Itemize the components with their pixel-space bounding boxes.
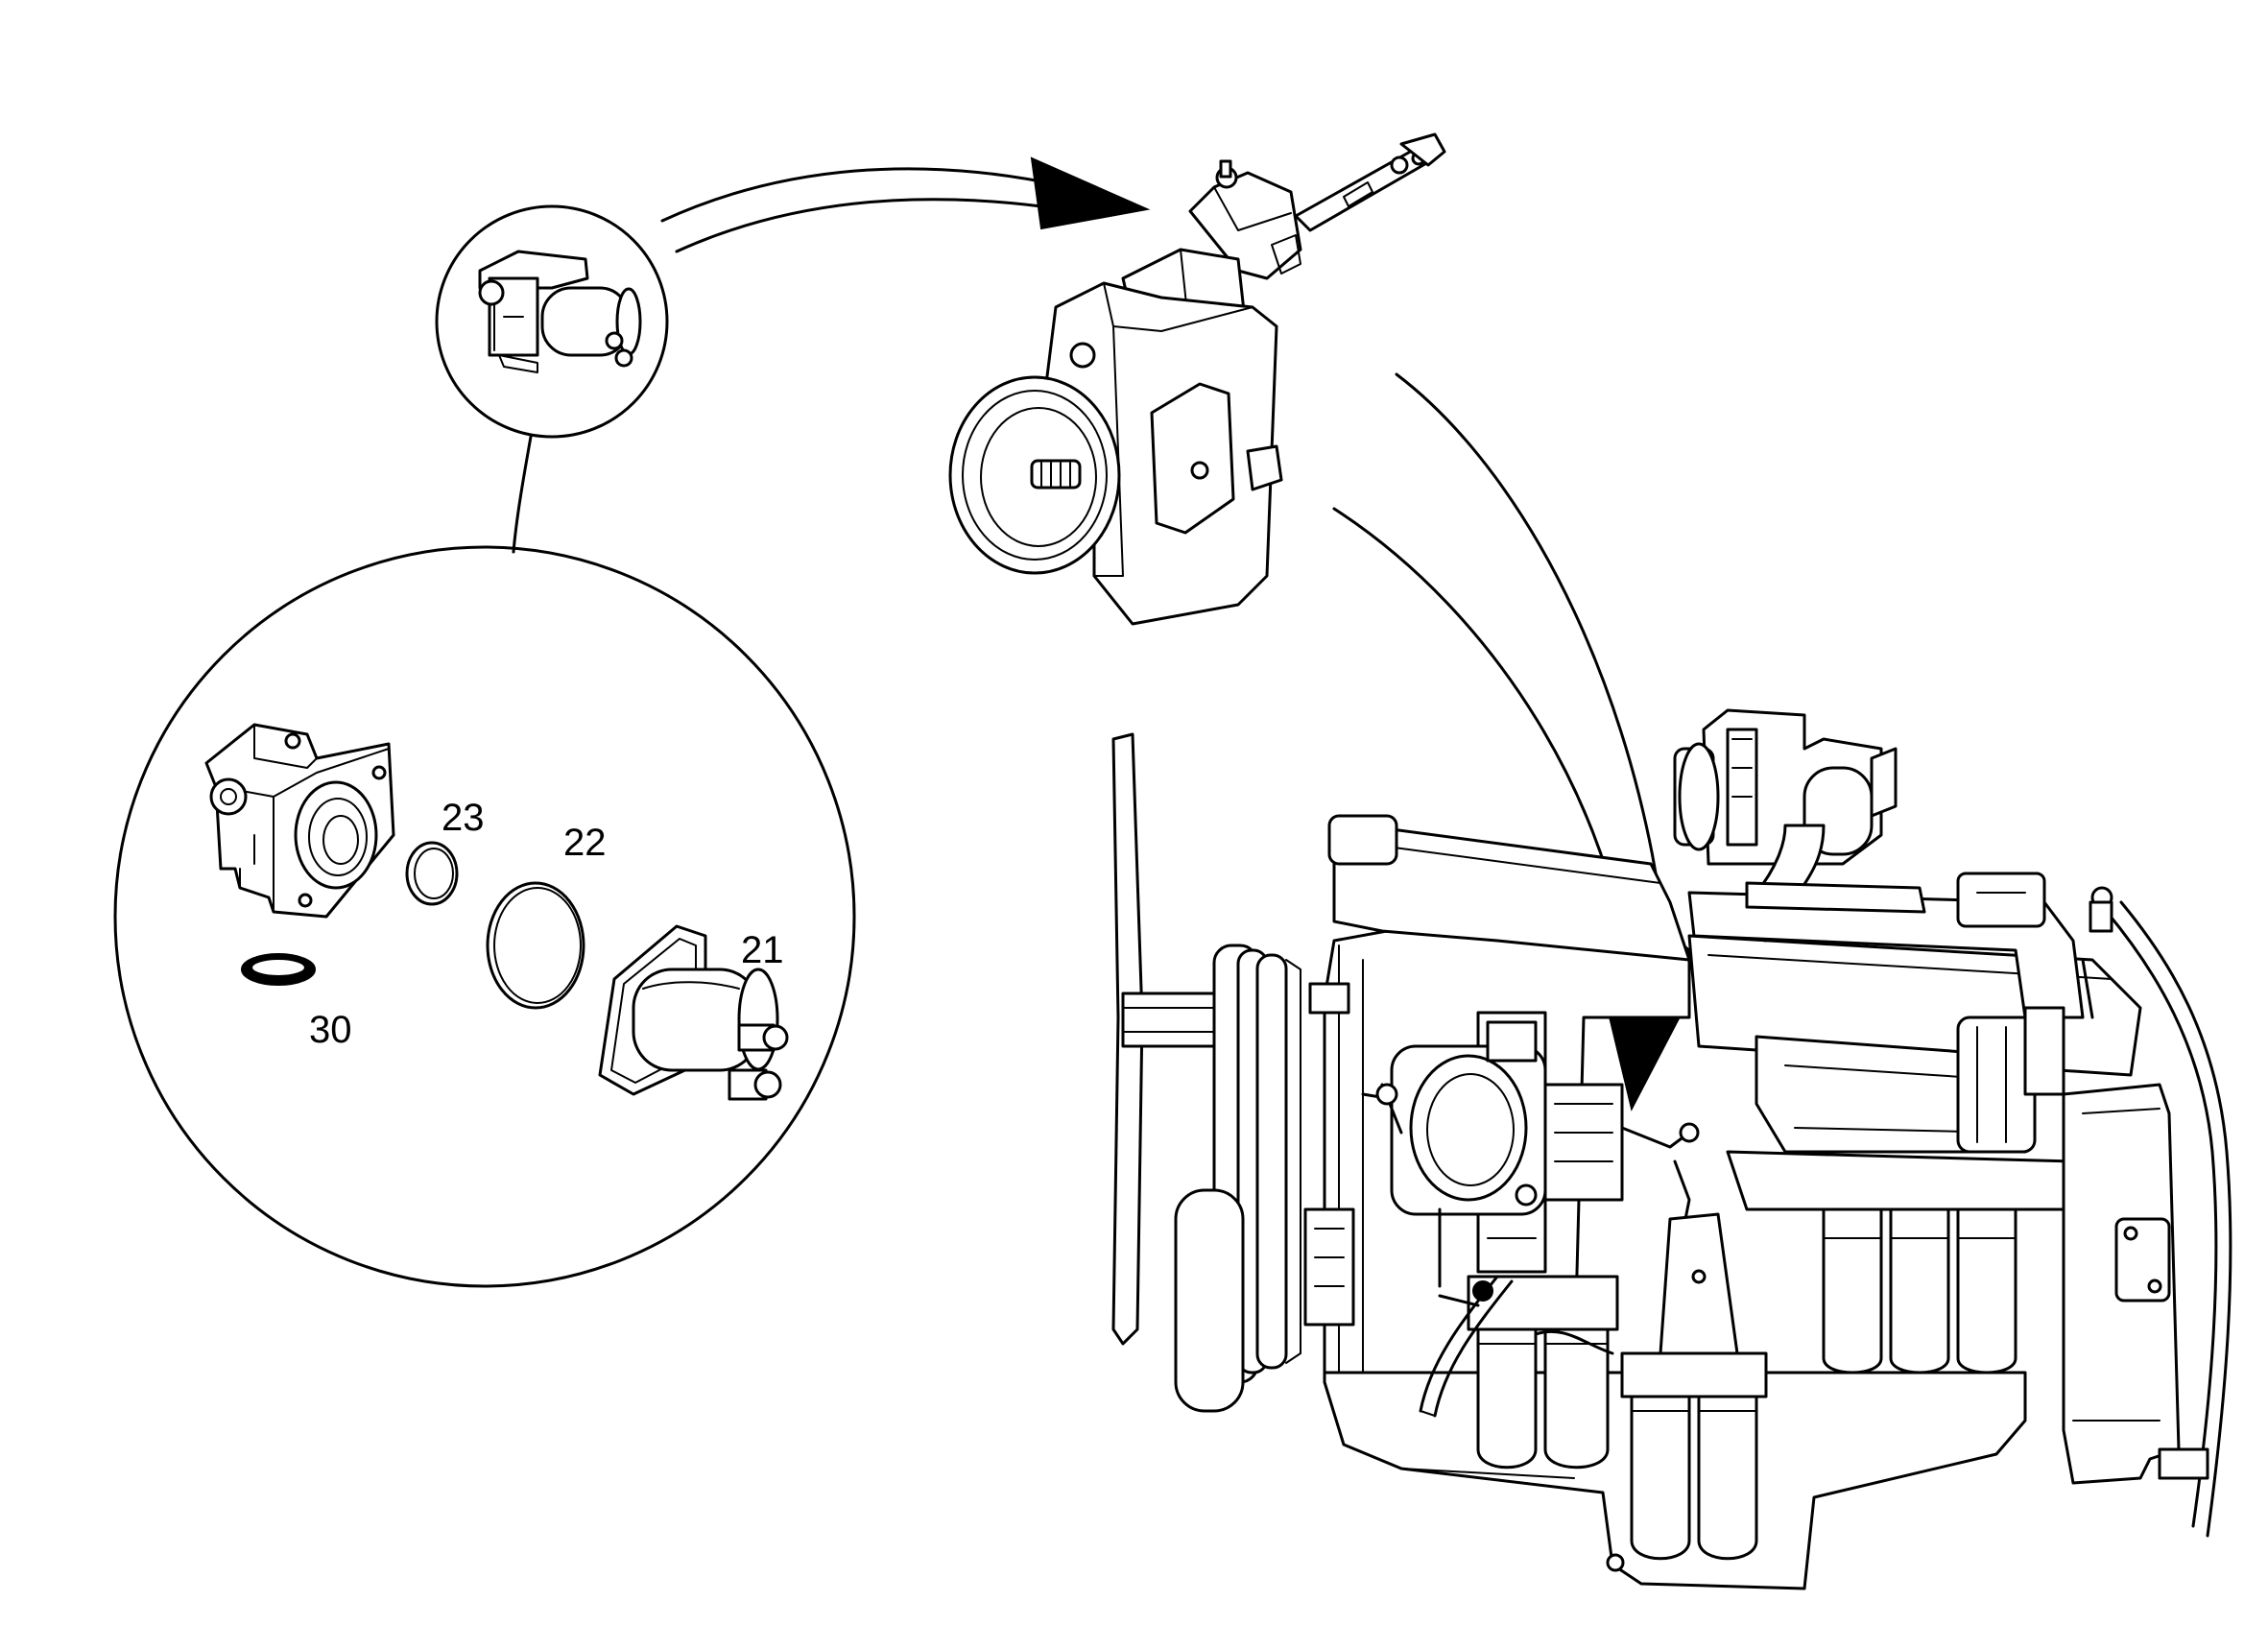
large-exploded-view-circle: [113, 545, 856, 1288]
oil-filters: [1467, 1275, 1768, 1561]
dipstick-and-hoses: [1419, 886, 2232, 1538]
leader-line-small-to-large: [512, 435, 533, 554]
callout-part-21: 21: [741, 929, 784, 971]
arrowhead-to-pump: [1030, 156, 1151, 230]
exhaust-manifold: [1755, 1006, 2065, 1154]
solenoid-21: [598, 924, 789, 1101]
seal-ring-30: [241, 953, 316, 986]
lower-filters: [1726, 1150, 2085, 1374]
fuel-pump-assembly: [948, 132, 1446, 626]
callout-part-30: 30: [309, 1009, 352, 1051]
small-detail-circle: [435, 204, 669, 554]
fuel-pump-on-engine: [1361, 1020, 1739, 1355]
small-valve-assembly: [478, 250, 642, 373]
o-ring-23: [405, 841, 459, 906]
engine-pulleys: [1174, 944, 1301, 1413]
pump-drive-flange: [948, 375, 1121, 575]
engine-fan: [1111, 732, 1230, 1346]
valve-body-housing: [204, 723, 395, 919]
arrow-small-circle-to-pump: [660, 156, 1151, 253]
o-ring-22: [486, 881, 585, 1010]
engine-assembly: [1111, 708, 2232, 1590]
callout-part-23: 23: [442, 797, 485, 839]
callout-part-22: 22: [563, 822, 607, 864]
intake-manifold: [1687, 872, 2085, 1019]
pump-linkage-arm: [1294, 132, 1446, 232]
engine-side-bracket: [2062, 1083, 2209, 1485]
